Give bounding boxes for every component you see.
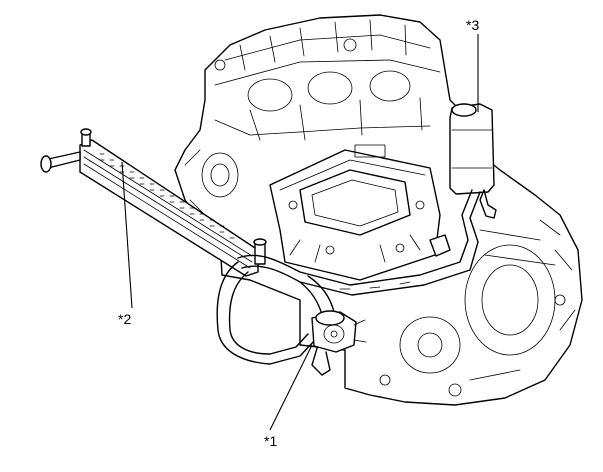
radiator (40, 128, 267, 277)
leader-line-1 (269, 344, 313, 431)
leader-line-2 (121, 161, 133, 309)
callout-label-2: *2 (118, 311, 132, 327)
callout-label-1: *1 (264, 433, 278, 449)
callout-label-3: *3 (466, 17, 480, 33)
reservoir-tank (449, 103, 497, 219)
inverter-assembly (269, 144, 441, 281)
coolant-hoses (216, 189, 481, 376)
water-pump (311, 310, 367, 353)
